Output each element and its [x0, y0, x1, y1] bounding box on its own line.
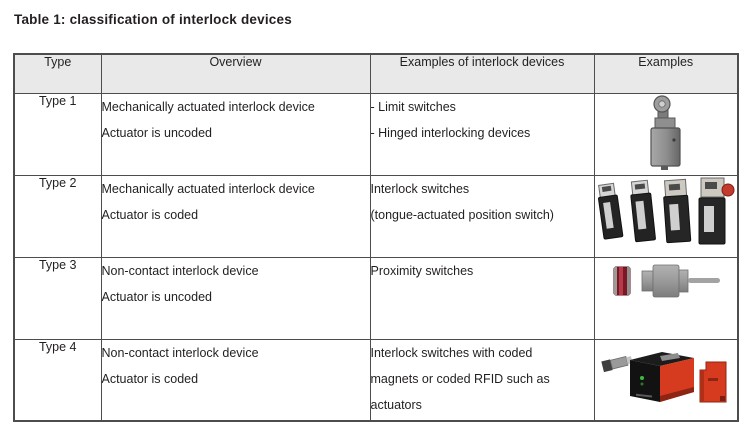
- type-1-device-examples: - Limit switches - Hinged interlocking d…: [369, 92, 595, 176]
- table-header-row: Type Overview Examples of interlock devi…: [13, 53, 739, 94]
- limit-switch-roller-lever-icon: [650, 94, 681, 170]
- header-examples-of-interlock-devices: Examples of interlock devices: [369, 53, 595, 94]
- example-line: (tongue-actuated position switch): [370, 207, 554, 222]
- overview-line: Actuator is uncoded: [101, 289, 213, 304]
- example-line: - Limit switches: [370, 99, 456, 114]
- header-type: Type: [13, 53, 102, 94]
- classification-table: Type Overview Examples of interlock devi…: [13, 53, 739, 422]
- type-2-overview: Mechanically actuated interlock device A…: [100, 174, 371, 258]
- overview-line: Non-contact interlock device: [101, 263, 259, 278]
- overview-line: Actuator is coded: [101, 207, 199, 222]
- rfid-interlock-switch-with-actuator-icon: [601, 351, 727, 402]
- example-line: Interlock switches with coded: [370, 345, 533, 360]
- type-2-example-image-cell: [593, 174, 739, 258]
- overview-line: Actuator is coded: [101, 371, 199, 386]
- overview-line: Mechanically actuated interlock device: [101, 99, 315, 114]
- type-1-example-image-cell: [593, 92, 739, 176]
- table-row-type-4: Type 4 Non-contact interlock device Actu…: [13, 338, 739, 422]
- type-3-example-image-cell: [593, 256, 739, 340]
- type-3-overview: Non-contact interlock device Actuator is…: [100, 256, 371, 340]
- tongue-actuated-interlock-switches-icon: [597, 177, 735, 244]
- type-1-label: Type 1: [13, 92, 102, 176]
- type-1-overview: Mechanically actuated interlock device A…: [100, 92, 371, 176]
- type-2-device-examples: Interlock switches (tongue-actuated posi…: [369, 174, 595, 258]
- example-line: magnets or coded RFID such as: [370, 371, 550, 386]
- example-line: Interlock switches: [370, 181, 470, 196]
- table-row-type-2: Type 2 Mechanically actuated interlock d…: [13, 174, 739, 258]
- type-4-overview: Non-contact interlock device Actuator is…: [100, 338, 371, 422]
- type-3-device-examples: Proximity switches: [369, 256, 595, 340]
- example-line: - Hinged interlocking devices: [370, 125, 531, 140]
- overview-line: Non-contact interlock device: [101, 345, 259, 360]
- type-2-label: Type 2: [13, 174, 102, 258]
- overview-line: Actuator is uncoded: [101, 125, 213, 140]
- type-3-label: Type 3: [13, 256, 102, 340]
- example-line: Proximity switches: [370, 263, 474, 278]
- header-examples: Examples: [593, 53, 739, 94]
- proximity-switch-with-coded-magnet-icon: [613, 264, 720, 297]
- type-4-device-examples: Interlock switches with coded magnets or…: [369, 338, 595, 422]
- table-row-type-3: Type 3 Non-contact interlock device Actu…: [13, 256, 739, 340]
- example-line: actuators: [370, 397, 422, 412]
- table-row-type-1: Type 1 Mechanically actuated interlock d…: [13, 92, 739, 176]
- table-title: Table 1: classification of interlock dev…: [14, 12, 292, 27]
- overview-line: Mechanically actuated interlock device: [101, 181, 315, 196]
- type-4-label: Type 4: [13, 338, 102, 422]
- type-4-example-image-cell: [593, 338, 739, 422]
- header-overview: Overview: [100, 53, 371, 94]
